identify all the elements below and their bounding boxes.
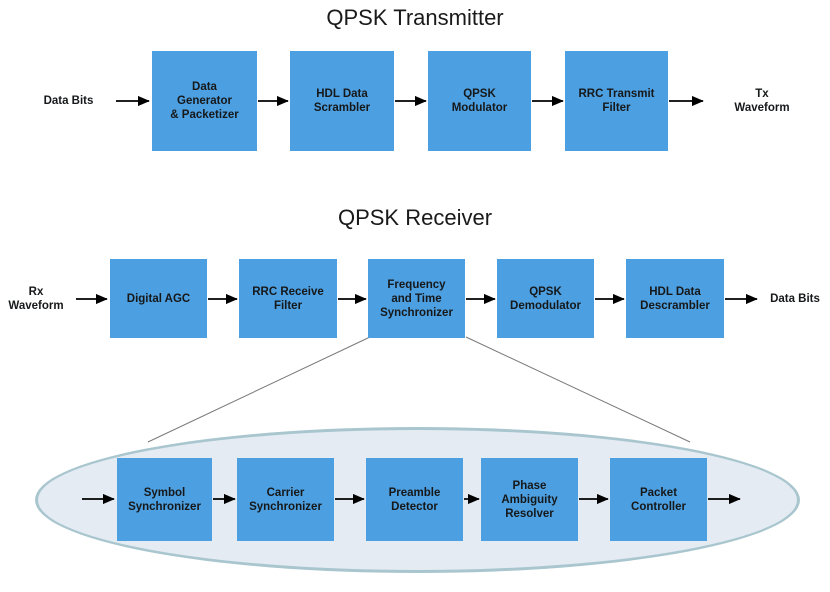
block-label: Data Generator & Packetizer <box>170 81 239 121</box>
block-qpsk-demodulator[interactable]: QPSK Demodulator <box>497 259 594 338</box>
block-phase-ambiguity-resolver[interactable]: Phase Ambiguity Resolver <box>481 458 578 541</box>
block-label: RRC Receive Filter <box>252 285 324 312</box>
block-label: Frequency and Time Synchronizer <box>380 278 453 319</box>
block-label: Carrier Synchronizer <box>249 486 322 513</box>
block-preamble-detector[interactable]: Preamble Detector <box>366 458 463 541</box>
block-label: RRC Transmit Filter <box>578 88 655 114</box>
block-symbol-synchronizer[interactable]: Symbol Synchronizer <box>117 458 212 541</box>
receiver-output-label: Data Bits <box>770 293 820 305</box>
block-label: HDL Data Descrambler <box>640 285 710 312</box>
block-label: QPSK Modulator <box>451 88 508 114</box>
block-label: Digital AGC <box>126 292 191 305</box>
block-data-generator-packetizer[interactable]: Data Generator & Packetizer <box>152 51 257 151</box>
block-digital-agc[interactable]: Digital AGC <box>110 259 207 338</box>
block-label: Preamble Detector <box>388 486 441 513</box>
receiver-title: QPSK Receiver <box>337 205 493 230</box>
transmitter-title: QPSK Transmitter <box>326 5 504 30</box>
block-rrc-receive-filter[interactable]: RRC Receive Filter <box>239 259 337 338</box>
block-label: QPSK Demodulator <box>510 285 581 312</box>
block-hdl-data-descrambler[interactable]: HDL Data Descrambler <box>626 259 724 338</box>
block-label: Symbol Synchronizer <box>128 486 201 513</box>
block-label: Packet Controller <box>631 486 686 513</box>
block-frequency-and-time-synchronizer[interactable]: Frequency and Time Synchronizer <box>368 259 465 338</box>
block-packet-controller[interactable]: Packet Controller <box>610 458 707 541</box>
block-hdl-data-scrambler[interactable]: HDL Data Scrambler <box>290 51 394 151</box>
block-label: Phase Ambiguity Resolver <box>501 479 558 520</box>
block-rrc-transmit-filter[interactable]: RRC Transmit Filter <box>565 51 668 151</box>
block-qpsk-modulator[interactable]: QPSK Modulator <box>428 51 531 151</box>
block-label: HDL Data Scrambler <box>313 88 371 114</box>
transmitter-output-label: Tx Waveform <box>734 88 790 114</box>
receiver-input-label: Rx Waveform <box>8 286 64 312</box>
block-carrier-synchronizer[interactable]: Carrier Synchronizer <box>237 458 334 541</box>
transmitter-input-label: Data Bits <box>43 95 94 107</box>
